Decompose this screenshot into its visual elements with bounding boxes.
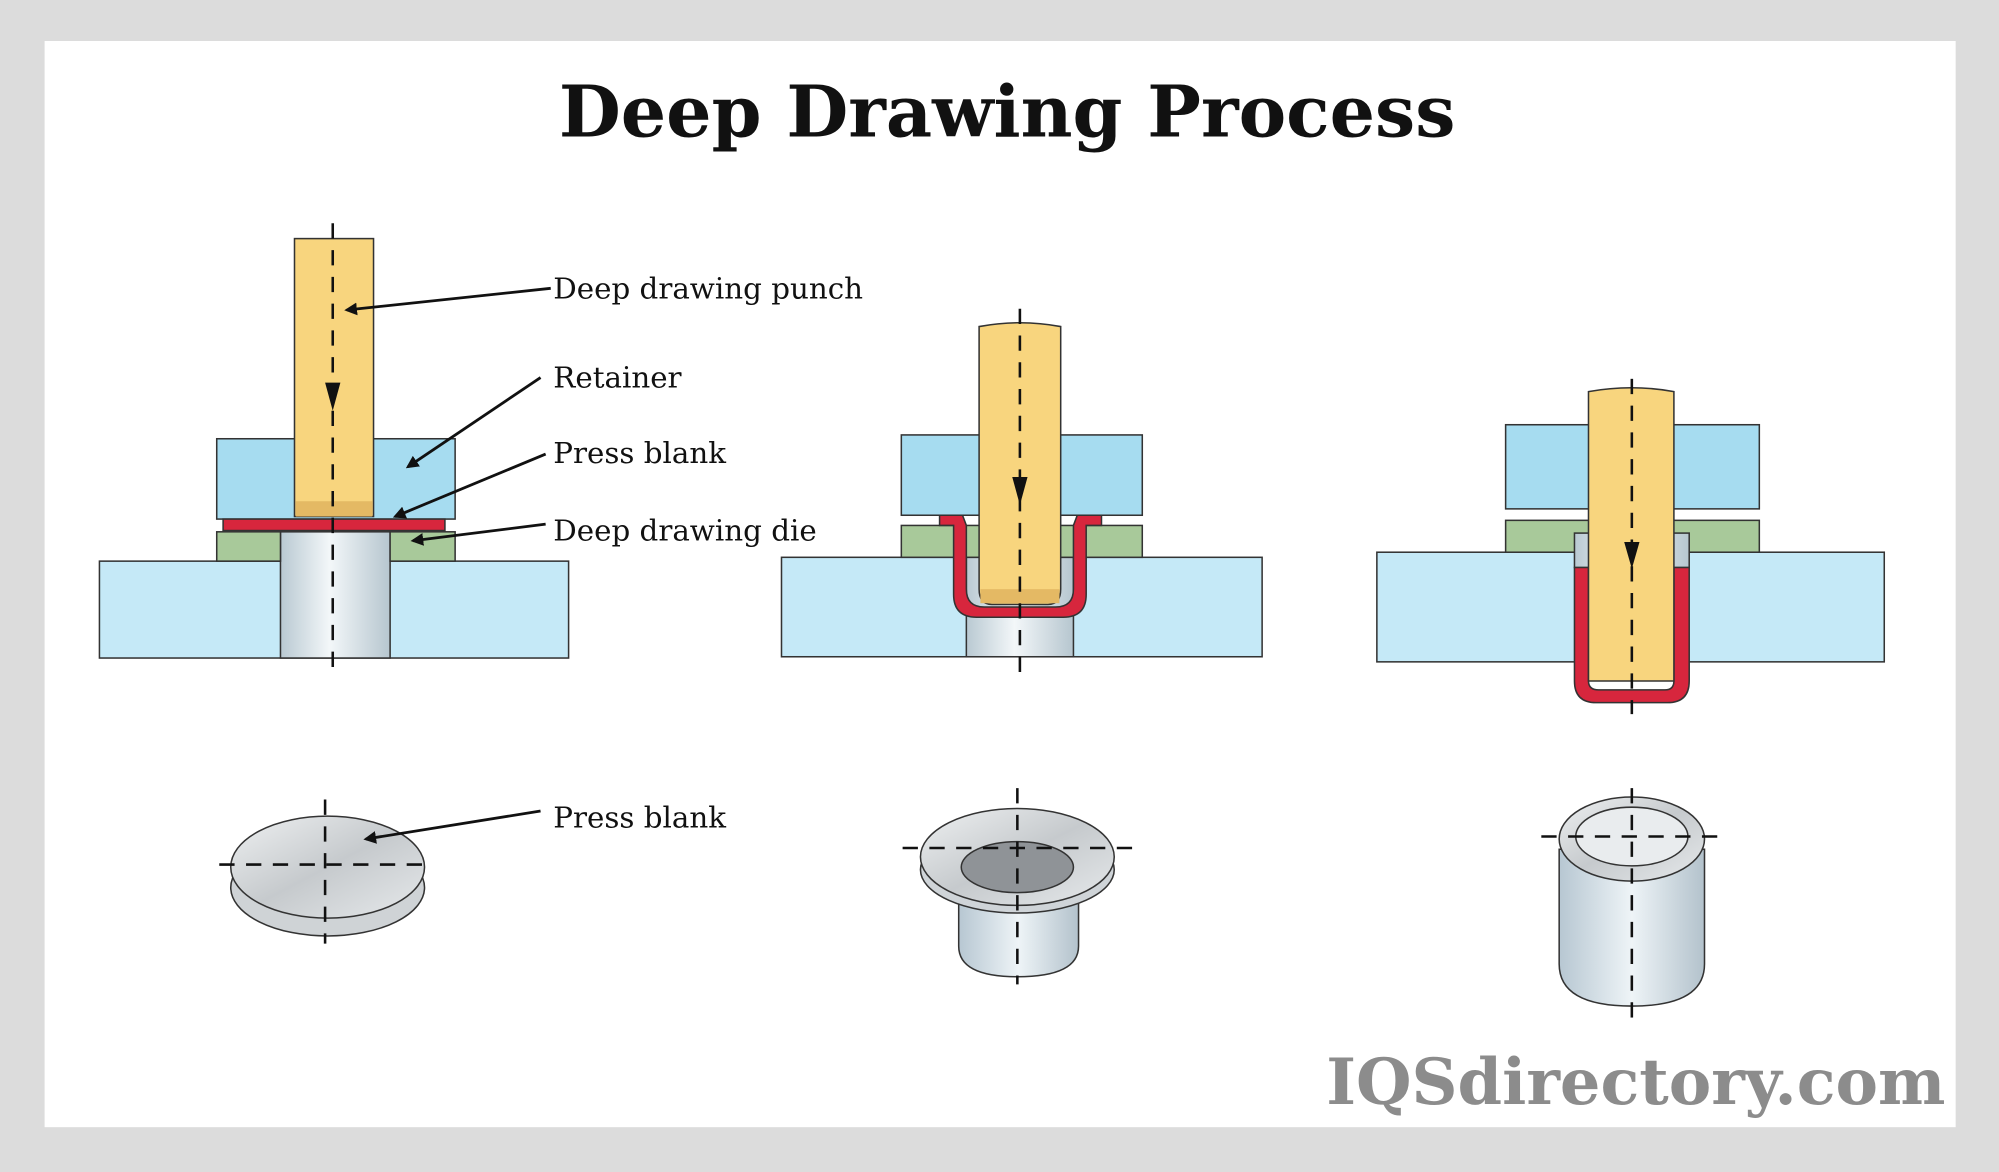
label-die: Deep drawing die <box>553 514 816 548</box>
press-blank-arrow <box>392 452 547 519</box>
punch-tip <box>980 589 1060 604</box>
label-retainer: Retainer <box>553 361 682 395</box>
label-press-blank: Press blank <box>553 436 726 470</box>
deep-drawing-die-left <box>215 531 282 562</box>
punch-tip <box>295 501 373 517</box>
down-arrow-icon <box>1012 476 1028 506</box>
drawn-cup-part <box>1541 788 1722 1023</box>
stage-2 <box>780 308 1263 674</box>
deep-drawing-punch <box>1587 386 1675 682</box>
punch-arrow <box>344 286 551 316</box>
retainer-arrow <box>405 376 542 469</box>
diagram-title: Deep Drawing Process <box>559 70 1456 154</box>
label-press-blank-part: Press blank <box>553 801 726 835</box>
press-blank-part-arrow <box>363 809 541 844</box>
stage-3 <box>1376 378 1886 715</box>
down-arrow-icon <box>1624 542 1640 569</box>
die-opening <box>279 531 391 659</box>
drawn-blank <box>938 514 1103 618</box>
label-punch: Deep drawing punch <box>553 272 863 306</box>
stage-1 <box>98 223 570 674</box>
die-arrow <box>410 522 546 546</box>
watermark-logo: IQSdirectory.com <box>1326 1045 1945 1120</box>
deep-drawing-punch <box>293 237 375 518</box>
flanged-cup-part <box>902 788 1133 985</box>
down-arrow-icon <box>325 382 341 411</box>
